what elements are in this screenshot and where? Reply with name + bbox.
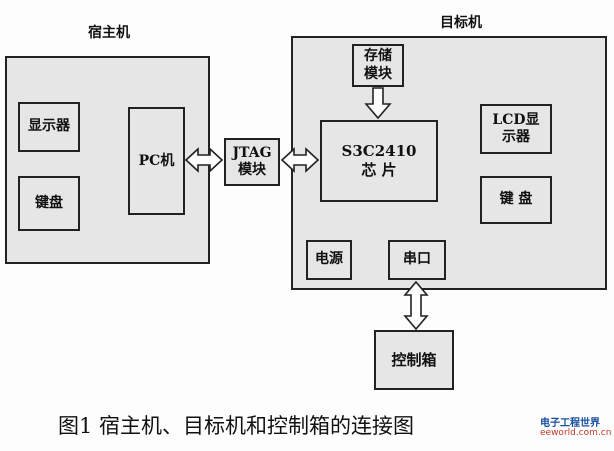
watermark-line2: eeworld.com.cn (540, 428, 612, 438)
host-keyboard-label: 键盘 (35, 194, 63, 211)
lcd-box: LCD显 示器 (480, 104, 552, 154)
jtag-box: JTAG 模块 (224, 138, 280, 186)
host-display-box: 显示器 (18, 102, 80, 152)
pc-label: PC机 (138, 153, 175, 169)
jtag-label-line2: 模块 (238, 162, 266, 178)
lcd-label-line1: LCD显 (492, 111, 540, 128)
power-box: 电源 (306, 240, 352, 280)
lcd-label-line2: 示器 (502, 129, 530, 145)
cpu-box: S3C2410 芯 片 (320, 120, 438, 202)
host-display-label: 显示器 (28, 118, 70, 135)
target-keyboard-box: 键 盘 (480, 176, 552, 224)
storage-box: 存储 模块 (352, 44, 404, 87)
arrow-jtag-cpu (280, 147, 320, 173)
pc-box: PC机 (128, 107, 185, 215)
watermark: 电子工程世界 eeworld.com.cn (540, 418, 611, 439)
power-label: 电源 (315, 251, 343, 268)
arrow-storage-cpu (364, 87, 392, 120)
storage-label-line2: 模块 (364, 65, 392, 82)
host-title: 宿主机 (88, 25, 130, 41)
host-keyboard-box: 键盘 (18, 176, 80, 231)
target-keyboard-label: 键 盘 (499, 191, 533, 208)
serial-box: 串口 (388, 240, 446, 280)
target-title: 目标机 (440, 15, 482, 31)
control-box-label: 控制箱 (391, 350, 437, 369)
jtag-label-line1: JTAG (232, 144, 272, 161)
arrow-serial-control (403, 280, 429, 331)
figure-caption: 图1 宿主机、目标机和控制箱的连接图 (58, 414, 415, 438)
cpu-label-line2: 芯 片 (361, 161, 397, 179)
control-box: 控制箱 (374, 330, 454, 390)
watermark-line1: 电子工程世界 (540, 418, 600, 429)
cpu-label-line1: S3C2410 (341, 142, 417, 161)
storage-label-line1: 存储 (364, 48, 392, 64)
serial-label: 串口 (403, 251, 431, 268)
arrow-pc-jtag (184, 147, 224, 173)
